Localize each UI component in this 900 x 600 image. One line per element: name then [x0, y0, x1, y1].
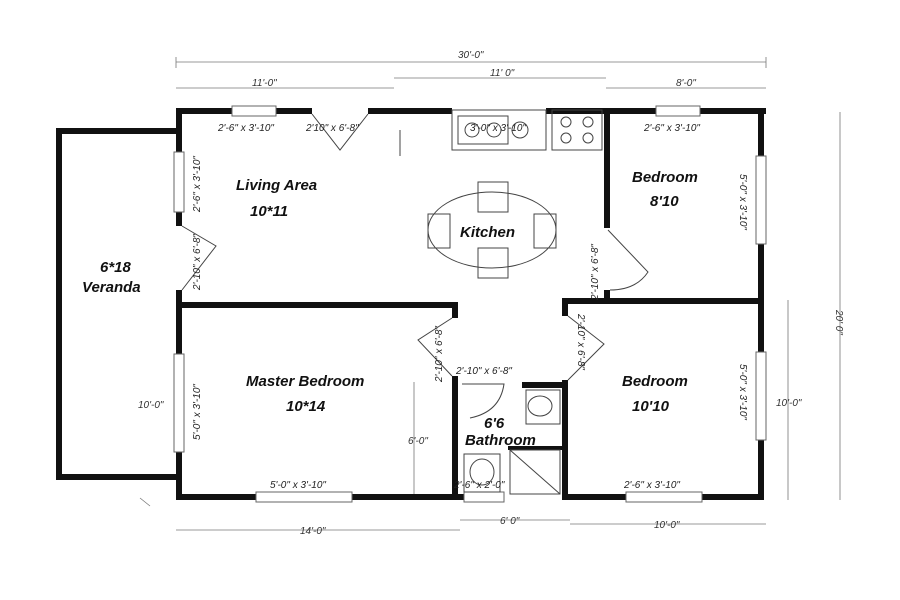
dimension-labels: 30'-0" 11'-0" 11' 0" 8'-0" 20' 0" 10'-0"… [138, 50, 844, 537]
opening-living-window-left: 2'-6" x 3'-10" [192, 156, 203, 213]
window-bedroom-top [655, 105, 701, 117]
opening-labels: 2'-6" x 3'-10" 2'10" x 6'-8" 3'-0" x 3'-… [192, 123, 748, 491]
opening-bedroom-window-top: 2'-6" x 3'-10" [643, 123, 700, 134]
doors [181, 113, 649, 419]
living-area-size: 10*11 [250, 203, 288, 220]
veranda-outline [56, 128, 180, 480]
dim-top-mid: 11' 0" [490, 68, 515, 79]
bedroom-door-swing [607, 229, 649, 291]
opening-living-window-top: 2'-6" x 3'-10" [217, 123, 274, 134]
bedroom-lower-door-swing [567, 315, 605, 381]
opening-bathroom-door: 2'-10" x 6'-8" [455, 366, 512, 377]
opening-master-window-left: 5'-0" x 3'-10" [192, 384, 203, 440]
opening-bedroom-lower-window-bottom: 2'-6" x 3'-10" [623, 480, 680, 491]
front-door-swing [311, 113, 369, 151]
window-master-left [173, 353, 185, 453]
chair-bottom [477, 247, 509, 279]
kitchen-counter [451, 109, 603, 151]
dim-bottom-left: 14'-0" [300, 526, 326, 537]
opening-master-window-bottom: 5'-0" x 3'-10" [270, 480, 326, 491]
bedroom-upper-size: 8'10 [650, 193, 679, 210]
living-area-label: Living Area [236, 177, 317, 194]
dim-closet-depth: 6'-0" [408, 436, 428, 447]
window-bathroom [463, 491, 505, 503]
veranda-size: 6*18 [100, 259, 132, 276]
sink [525, 389, 561, 425]
master-bedroom-label: Master Bedroom [246, 373, 364, 390]
stove [551, 109, 603, 151]
opening-bedroom-lower-window-right: 5'-0" x 3'-10" [737, 364, 748, 420]
dim-bottom-mid: 6' 0" [500, 516, 520, 527]
bathroom-fixtures [463, 389, 561, 495]
opening-master-door: 2'-10" x 6'-8" [434, 326, 445, 383]
kitchen-label: Kitchen [460, 224, 515, 241]
opening-kitchen-window: 3'-0" x 3'-10" [470, 123, 526, 134]
dining-table [427, 181, 557, 279]
opening-bedroom-window-right: 5'-0" x 3'-10" [737, 174, 748, 230]
shower [509, 449, 561, 495]
window-bedroom-lower-right [755, 351, 767, 441]
chair-right [533, 213, 557, 249]
room-labels: Living Area 10*11 Kitchen Bedroom 8'10 6… [82, 169, 698, 449]
opening-living-door-left: 2'-10" x 6'-8" [192, 234, 203, 291]
dim-top-left: 11'-0" [252, 78, 277, 89]
opening-bedroom-lower-door: 2'-10" x 6'-8" [575, 313, 586, 370]
master-door-swing [417, 317, 453, 377]
window-living-left [173, 151, 185, 213]
dim-top-right: 8'-0" [676, 78, 696, 89]
bathroom-door-swing [462, 383, 505, 419]
bedroom-upper-label: Bedroom [632, 169, 698, 186]
chair-top [477, 181, 509, 213]
opening-front-door: 2'10" x 6'-8" [305, 123, 359, 134]
window-living-top [231, 105, 277, 117]
window-master-bottom [255, 491, 353, 503]
bathroom-label: Bathroom [465, 432, 536, 449]
bedroom-lower-size: 10'10 [632, 398, 670, 415]
windows [173, 105, 767, 503]
bathroom-size: 6'6 [484, 415, 505, 432]
bedroom-lower-label: Bedroom [622, 373, 688, 390]
kitchen-sink-counter [451, 109, 547, 151]
chair-left [427, 213, 451, 249]
dim-right-lower: 10'-0" [776, 398, 802, 409]
dim-overall-depth: 20' 0" [833, 309, 844, 335]
opening-bedroom-door: 2'-10" x 6'-8" [590, 244, 601, 301]
dimension-lines [139, 57, 841, 531]
interior-walls [176, 108, 764, 500]
dim-bottom-right: 10'-0" [654, 520, 680, 531]
window-bedroom-lower-bottom [625, 491, 703, 503]
dim-veranda-depth: 10'-0" [138, 400, 164, 411]
dim-overall-width: 30'-0" [458, 50, 484, 61]
opening-bathroom-window: 2'-6" x 2'-0" [453, 480, 505, 491]
living-left-door-swing [181, 225, 217, 291]
master-bedroom-size: 10*14 [286, 398, 326, 415]
window-bedroom-right [755, 155, 767, 245]
toilet [463, 453, 501, 493]
veranda-label: Veranda [82, 279, 141, 296]
